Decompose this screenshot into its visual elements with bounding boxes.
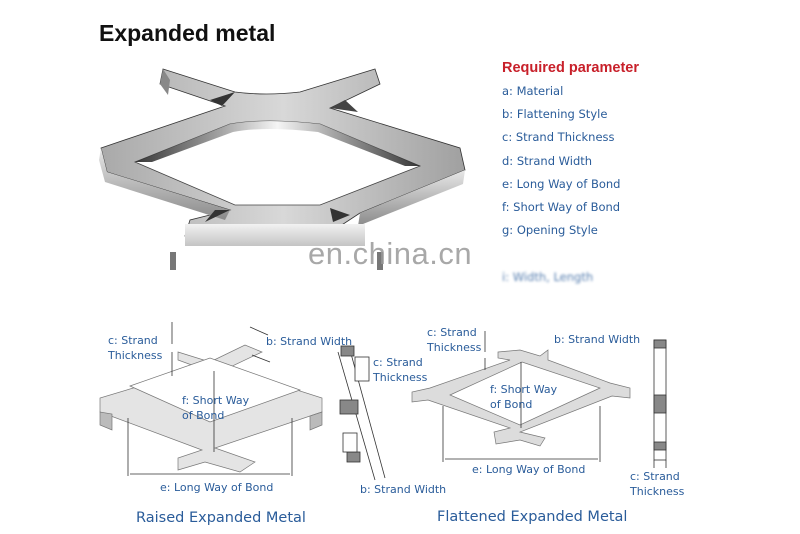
parameter-item: a: Material: [502, 84, 564, 98]
flattened-caption: Flattened Expanded Metal: [437, 509, 628, 525]
parameter-item: e: Long Way of Bond: [502, 176, 621, 191]
parameter-item: g: Opening Style: [502, 223, 598, 238]
side-strand-thickness-label: c: Strand Thickness: [373, 355, 427, 385]
page-title: Expanded metal: [99, 20, 276, 46]
raised-strand-thickness-label: c: Strand Thickness: [108, 333, 162, 363]
main-mesh: [99, 68, 466, 270]
label-line: of Bond: [490, 398, 533, 411]
flattened-dimension-lines: [442, 331, 601, 462]
parameters-list: a: Material b: Flattening Style c: Stran…: [502, 83, 621, 292]
raised-long-way-label: e: Long Way of Bond: [160, 481, 274, 494]
parameter-item: f: Short Way of Bond: [502, 199, 621, 214]
label-line: Thickness: [427, 341, 482, 354]
label-line: f: Short Way: [490, 383, 558, 396]
raised-side-section: [337, 345, 386, 481]
label-line: Thickness: [373, 371, 428, 384]
label-line: c: Strand: [108, 334, 158, 347]
flattened-side-thickness-label: c: Strand Thickness: [630, 469, 684, 499]
raised-mesh-diagram: [99, 344, 323, 473]
raised-strand-width-label: b: Strand Width: [266, 335, 353, 348]
flattened-strand-width-label: b: Strand Width: [554, 333, 641, 346]
flattened-short-way-label: f: Short Way of Bond: [490, 382, 557, 412]
label-line: c: Strand: [427, 326, 477, 339]
raised-short-way-label: f: Short Way of Bond: [182, 393, 249, 423]
label-line: f: Short Way: [182, 394, 250, 407]
raised-dimension-lines: [127, 322, 293, 476]
parameter-item: d: Strand Width: [502, 153, 593, 168]
flattened-strand-thickness-label: c: Strand Thickness: [427, 325, 481, 355]
label-line: Thickness: [630, 485, 685, 498]
label-line: Thickness: [108, 349, 163, 362]
parameter-item: i: Width, Length: [502, 269, 594, 284]
label-line: of Bond: [182, 409, 225, 422]
parameter-item: [502, 245, 621, 268]
parameter-item: c: Strand Thickness: [502, 130, 615, 145]
label-line: c: Strand: [373, 356, 423, 369]
flattened-side-section: [653, 339, 667, 468]
parameters-heading: Required parameter: [502, 60, 639, 76]
watermark: en.china.cn: [308, 236, 473, 271]
label-line: c: Strand: [630, 470, 680, 483]
flattened-long-way-label: e: Long Way of Bond: [472, 463, 586, 476]
side-strand-width-label: b: Strand Width: [360, 483, 447, 496]
raised-caption: Raised Expanded Metal: [136, 510, 306, 526]
parameter-item: b: Flattening Style: [502, 107, 608, 122]
